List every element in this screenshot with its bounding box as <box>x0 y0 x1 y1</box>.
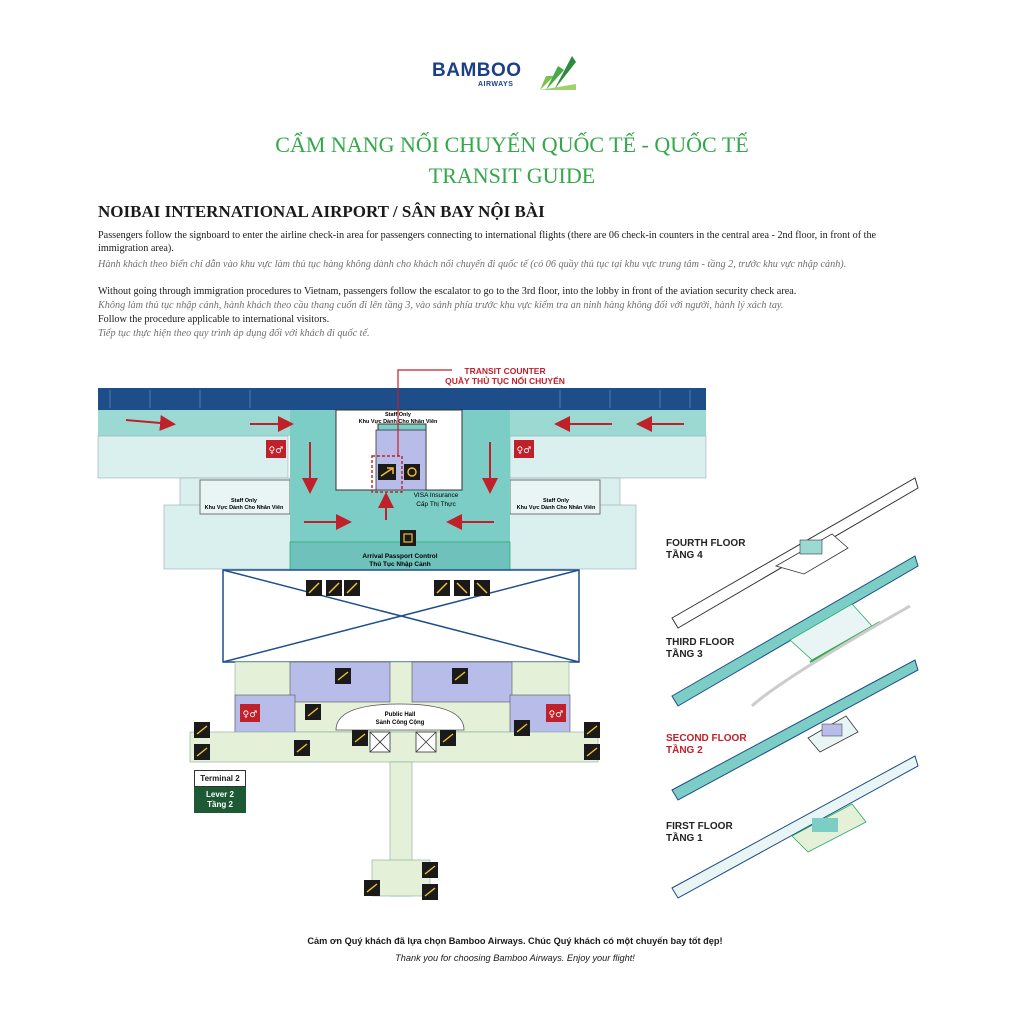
title-vietnamese: CẨM NANG NỐI CHUYẾN QUỐC TẾ - QUỐC TẾ <box>275 132 749 157</box>
floor-isometric-maps <box>671 477 919 899</box>
title-english: TRANSIT GUIDE <box>428 163 596 188</box>
staff-only-top: Staff Only <box>385 412 412 418</box>
floor-2-label: SECOND FLOOR TẦNG 2 <box>666 733 747 757</box>
step-3-vi: Tiếp tục thực hiện theo quy trình áp dụn… <box>98 328 370 339</box>
terminal-floor-map: ♀♂ ♀♂ ♀♂ ♀♂ <box>97 366 707 900</box>
airport-heading: NOIBAI INTERNATIONAL AIRPORT / SÂN BAY N… <box>98 202 545 221</box>
floor-1-label: FIRST FLOOR TẦNG 1 <box>666 821 733 845</box>
staff-only-right-vi: Khu Vực Dành Cho Nhân Viên <box>517 505 596 511</box>
toilet-icon-left <box>266 440 286 458</box>
bamboo-airways-logo: BAMBOO AIRWAYS <box>426 48 596 94</box>
svg-text:♀♂: ♀♂ <box>549 710 564 720</box>
arrival-passport-control <box>289 541 511 571</box>
staff-only-top-vi: Khu Vực Dành Cho Nhân Viên <box>359 419 438 425</box>
staff-only-right: Staff Only <box>543 498 570 504</box>
fourth-floor-plan <box>671 477 919 629</box>
svg-text:♀♂: ♀♂ <box>243 710 258 720</box>
logo-subtitle: AIRWAYS <box>478 81 514 88</box>
passenger-flow-arrows <box>125 414 684 530</box>
step-2-en: Without going through immigration proced… <box>98 286 797 297</box>
arrival-passport-label-vi: Thủ Tục Nhập Cảnh <box>369 561 430 568</box>
floor-2-vi: TẦNG 2 <box>666 745 703 756</box>
floor-1-vi: TẦNG 1 <box>666 833 703 844</box>
footer-thanks-en: Thank you for choosing Bamboo Airways. E… <box>395 953 635 963</box>
toilet-icon-right <box>514 440 534 458</box>
public-hall-label: Public Hall <box>385 712 416 718</box>
logo-wordmark: BAMBOO <box>432 60 522 81</box>
svg-text:♀♂: ♀♂ <box>517 446 532 456</box>
level-label: Lever 2 <box>205 790 235 799</box>
floor-3-en: THIRD FLOOR <box>666 637 735 648</box>
escalator-icons-upper <box>306 580 490 596</box>
step-1-vi: Hành khách theo biển chỉ dẫn vào khu vực… <box>98 259 847 270</box>
transit-counter-label: TRANSIT COUNTER <box>464 366 545 376</box>
bamboo-leaf-icon <box>540 56 576 90</box>
passport-control-icon <box>400 530 416 546</box>
svg-text:♀♂: ♀♂ <box>269 446 284 456</box>
public-hall-area <box>335 703 465 731</box>
terminal-roof-band <box>98 388 706 410</box>
floor-2-en: SECOND FLOOR <box>666 733 747 744</box>
staff-only-left: Staff Only <box>231 498 258 504</box>
floor-3-vi: TẦNG 3 <box>666 649 703 660</box>
terminal-level-tag: Terminal 2 Lever 2 Tầng 2 <box>194 770 246 813</box>
step-3-en: Follow the procedure applicable to inter… <box>98 314 330 325</box>
staff-only-left-vi: Khu Vực Dành Cho Nhân Viên <box>205 505 284 511</box>
staff-room-right <box>509 479 601 515</box>
first-floor-plan <box>671 755 919 899</box>
arrival-passport-label: Arrival Passport Control <box>362 553 437 560</box>
floor-4-vi: TẦNG 4 <box>666 550 703 561</box>
visa-counter-icon <box>404 464 420 480</box>
staff-room-left <box>199 479 291 515</box>
third-floor-plan <box>671 555 919 707</box>
floor-1-en: FIRST FLOOR <box>666 821 733 832</box>
toilet-icon <box>240 704 260 722</box>
visa-label-vi: Cấp Thị Thực <box>416 499 456 508</box>
floor-4-en: FOURTH FLOOR <box>666 538 746 549</box>
level-label-vi: Tầng 2 <box>207 800 233 809</box>
transit-counter-label-vi: QUẦY THỦ TỤC NỐI CHUYẾN <box>445 375 565 386</box>
second-floor-plan <box>671 659 919 801</box>
toilet-icon <box>546 704 566 722</box>
floor-4-label: FOURTH FLOOR TẦNG 4 <box>666 538 745 562</box>
step-1-en: Passengers follow the signboard to enter… <box>98 230 877 254</box>
terminal-label: Terminal 2 <box>194 770 246 787</box>
visa-label: VISA Insurance <box>414 492 459 499</box>
floor-3-label: THIRD FLOOR TẦNG 3 <box>666 637 734 661</box>
footer-thanks-vi: Cảm ơn Quý khách đã lựa chọn Bamboo Airw… <box>307 936 723 946</box>
step-2-vi: Không làm thủ tục nhập cảnh, hành khách … <box>98 300 784 311</box>
public-hall-label-vi: Sảnh Công Cộng <box>376 720 425 726</box>
